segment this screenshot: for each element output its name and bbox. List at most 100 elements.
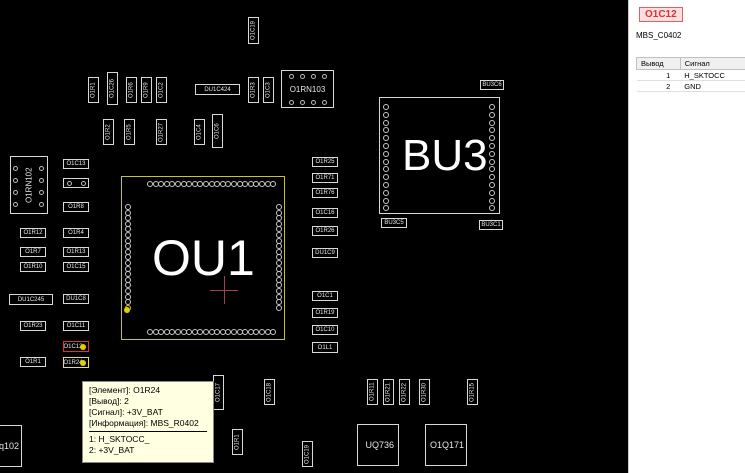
- component-o1r10[interactable]: O1R10: [20, 262, 46, 272]
- component-o1c6[interactable]: O1C6: [212, 114, 223, 148]
- component-du1c8[interactable]: DU1C8: [63, 294, 89, 304]
- pad: [158, 181, 165, 187]
- pad: [489, 182, 495, 188]
- component-uq736[interactable]: UQ736: [357, 424, 399, 466]
- component-o1r27[interactable]: O1R27: [156, 119, 167, 145]
- component-o1r9[interactable]: O1R9: [141, 77, 152, 103]
- pad: [253, 329, 260, 335]
- component-o1r2[interactable]: O1R2: [103, 119, 114, 145]
- component-o1c12[interactable]: O1C12: [63, 341, 89, 352]
- component-o1r15[interactable]: O1R15: [467, 379, 478, 405]
- component-o1c13[interactable]: O1C13: [63, 159, 89, 169]
- pin-signal: GND: [680, 80, 745, 92]
- component-o1r76[interactable]: O1R76: [312, 188, 338, 198]
- component-o1r7[interactable]: O1R7: [20, 247, 46, 257]
- component-label: O1R7: [25, 249, 41, 255]
- component-o1c15[interactable]: O1C15: [63, 262, 89, 272]
- pad: [276, 204, 282, 210]
- component-label: O1RN102: [24, 167, 34, 203]
- component-label: O1C12: [63, 343, 83, 350]
- pad: [125, 299, 131, 306]
- component-label: O1R26: [315, 228, 335, 234]
- component-bu3[interactable]: [379, 97, 500, 214]
- component-o1r13[interactable]: O1R13: [63, 247, 89, 257]
- component-o1c3[interactable]: O1C3: [263, 77, 274, 103]
- component-o1c17[interactable]: O1C17: [213, 375, 224, 410]
- component-ou1[interactable]: [121, 176, 285, 340]
- component-o1r25[interactable]: O1R25: [312, 157, 338, 167]
- column-header-signal[interactable]: Сигнал: [679, 57, 745, 70]
- tooltip-divider: [89, 431, 207, 432]
- component-o1rn102[interactable]: O1RN102: [10, 156, 48, 214]
- component-o1c2[interactable]: O1C2: [156, 77, 167, 103]
- component-o1r1[interactable]: O1R1: [20, 357, 46, 367]
- component-o1r5[interactable]: O1R5: [124, 119, 135, 145]
- component-o1r19[interactable]: O1R19: [312, 308, 338, 318]
- pad: [259, 181, 265, 187]
- component-o1r11[interactable]: O1R11: [367, 379, 378, 405]
- pad: [231, 329, 237, 335]
- component-o1r30[interactable]: O1R30: [419, 379, 430, 405]
- component-o1rn103[interactable]: O1RN103: [281, 70, 334, 108]
- pad: [203, 329, 209, 335]
- component-o1r6[interactable]: O1R6: [126, 77, 137, 103]
- component-du1c9[interactable]: DU1C9: [312, 248, 338, 258]
- column-header-pin[interactable]: Вывод: [636, 57, 681, 70]
- component-label: DU1C424: [204, 86, 231, 93]
- component-o1r22[interactable]: O1R22: [399, 379, 410, 405]
- component-o1r4[interactable]: O1R4: [63, 228, 89, 238]
- component-o1c19[interactable]: O1C19: [248, 17, 259, 44]
- pad: [125, 271, 131, 278]
- component-o1r3[interactable]: O1R3: [248, 77, 259, 103]
- pad: [489, 174, 495, 181]
- component-label: O1C19: [250, 21, 257, 41]
- pcb-board-view[interactable]: O1C19 O1R1 O1C26 O1R6 O1R9 O1C2 DU1C424 …: [0, 0, 628, 473]
- component-label: O1C15: [66, 264, 86, 270]
- pad: [489, 111, 495, 118]
- panel-divider[interactable]: [628, 0, 629, 473]
- component-o1r26[interactable]: O1R26: [312, 226, 338, 236]
- component-o1q171[interactable]: O1Q171: [425, 424, 467, 466]
- component-o1r1-bottom[interactable]: O1R1: [232, 429, 243, 455]
- pad-highlight: [80, 344, 86, 350]
- pad: [383, 158, 389, 165]
- pad: [214, 329, 221, 335]
- component-o1c16[interactable]: O1C16: [312, 208, 338, 218]
- component-bu3c1[interactable]: BU3C1: [479, 220, 503, 230]
- component-o1r23[interactable]: O1R23: [20, 321, 46, 331]
- pad: [489, 135, 495, 142]
- component-label: O1C3: [265, 82, 272, 98]
- component-du1c424[interactable]: DU1C424: [195, 84, 240, 95]
- component-o1l1[interactable]: O1L1: [312, 342, 338, 353]
- component-o1r12[interactable]: O1R12: [20, 228, 46, 238]
- component-o1r8[interactable]: O1R8: [63, 202, 89, 212]
- component-o1r21[interactable]: O1R21: [383, 379, 394, 405]
- component-label: O1R19: [315, 310, 335, 316]
- table-row[interactable]: 2 GND: [636, 80, 745, 92]
- pad: [147, 329, 153, 335]
- pad: [383, 127, 389, 134]
- pad: [276, 220, 282, 227]
- pad: [383, 182, 389, 188]
- component-o1c4[interactable]: O1C4: [194, 119, 205, 145]
- pad: [276, 276, 282, 283]
- component-o1c10[interactable]: O1C10: [312, 325, 338, 335]
- component-o1c1[interactable]: O1C1: [312, 291, 338, 301]
- component-o1c11[interactable]: O1C11: [63, 321, 89, 331]
- component-o1r1-top[interactable]: O1R1: [88, 77, 99, 103]
- component-o1r24[interactable]: O1R24: [63, 357, 89, 368]
- component-bu3c6[interactable]: BU3C6: [480, 80, 504, 90]
- component-label: O1R11: [369, 382, 376, 402]
- table-row[interactable]: 1 H_SKTOCC: [636, 69, 745, 81]
- component-du1c245[interactable]: DU1C245: [9, 294, 53, 305]
- pad: [247, 329, 254, 335]
- component-label: O1C4: [196, 124, 203, 140]
- component-q102[interactable]: q102: [0, 425, 22, 467]
- component-o1c14[interactable]: [63, 178, 89, 188]
- component-bu3c5[interactable]: BU3C5: [381, 218, 407, 228]
- component-o1c26[interactable]: O1C26: [107, 72, 118, 105]
- component-o1c19-bottom[interactable]: O1C19: [302, 441, 313, 467]
- pad: [197, 329, 204, 335]
- component-o1r71[interactable]: O1R71: [312, 173, 338, 183]
- component-o1c18[interactable]: O1C18: [264, 379, 275, 405]
